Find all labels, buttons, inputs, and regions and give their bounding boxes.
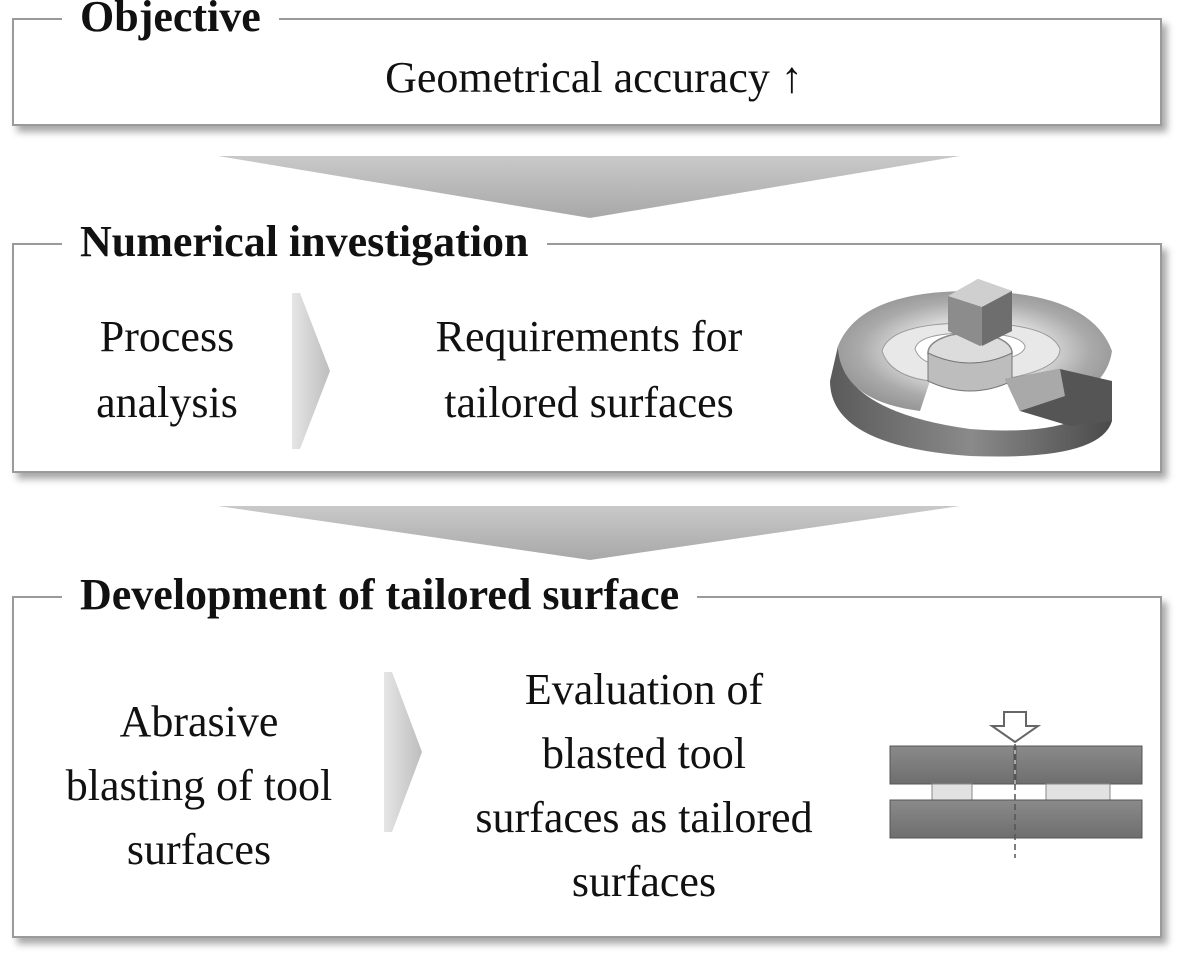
requirements-line-2: tailored surfaces bbox=[444, 378, 734, 427]
abrasive-blasting-line-1: Abrasive bbox=[119, 697, 279, 746]
flow-arrow-down-1 bbox=[0, 148, 1200, 238]
objective-box: Objective Geometrical accuracy ↑ bbox=[12, 0, 1162, 126]
process-analysis-line-2: analysis bbox=[96, 378, 238, 427]
evaluation-line-4: surfaces bbox=[571, 857, 717, 906]
chevron-right-icon bbox=[384, 672, 424, 832]
tool-model-3d-illustration bbox=[820, 261, 1120, 461]
numerical-investigation-title: Numerical investigation bbox=[62, 218, 547, 266]
development-title: Development of tailored surface bbox=[62, 571, 698, 619]
abrasive-blasting-line-2: blasting of tool bbox=[65, 761, 333, 810]
development-box: Development of tailored surface Abrasive… bbox=[12, 571, 1162, 938]
chevron-right-icon bbox=[292, 293, 332, 449]
evaluation-line-3: surfaces as tailored bbox=[475, 793, 813, 842]
process-analysis-line-1: Process bbox=[99, 312, 235, 361]
evaluation-line-2: blasted tool bbox=[541, 729, 747, 778]
evaluation-line-1: Evaluation of bbox=[524, 665, 764, 714]
objective-title: Objective bbox=[62, 0, 279, 41]
requirements-line-1: Requirements for bbox=[435, 312, 743, 361]
flow-arrow-down-2 bbox=[0, 498, 1200, 588]
arrow-down-icon bbox=[988, 711, 1042, 744]
objective-goal: Geometrical accuracy ↑ bbox=[385, 53, 803, 102]
tool-cross-section-illustration bbox=[886, 710, 1148, 860]
abrasive-blasting-line-3: surfaces bbox=[126, 825, 272, 874]
numerical-investigation-box: Numerical investigation Process analysis… bbox=[12, 218, 1162, 473]
